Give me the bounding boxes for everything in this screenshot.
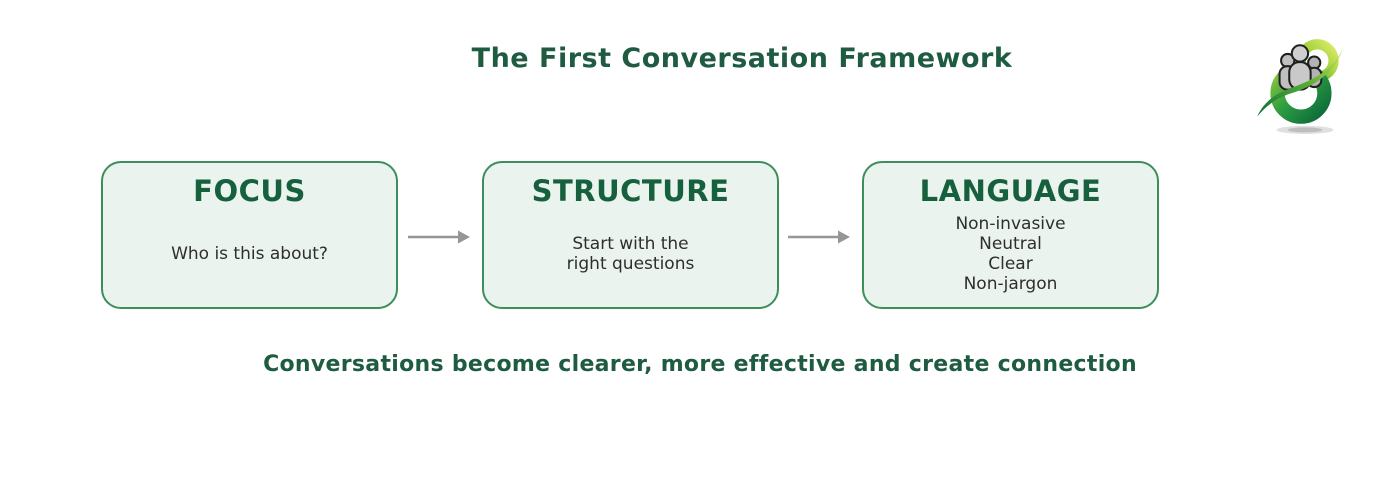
diagram-title: The First Conversation Framework [471, 43, 1013, 74]
box-line: Who is this about? [171, 243, 328, 264]
structure-box-heading: STRUCTURE [531, 174, 730, 208]
arrow-right-icon [788, 230, 850, 244]
language-box-body: Non-invasive Neutral Clear Non-jargon [955, 208, 1065, 307]
focus-box: FOCUS Who is this about? [101, 161, 398, 309]
box-line: Neutral [979, 233, 1042, 254]
box-line: right questions [566, 253, 695, 274]
structure-box-body: Start with the right questions [567, 208, 695, 307]
box-line: Start with the [572, 233, 689, 254]
language-box: LANGUAGE Non-invasive Neutral Clear Non-… [862, 161, 1159, 309]
box-line: Non-invasive [955, 213, 1066, 234]
company-logo [1254, 30, 1352, 136]
box-line: Non-jargon [963, 273, 1058, 294]
caption: Conversations become clearer, more effec… [263, 352, 1137, 377]
people-swirl-logo-icon [1257, 39, 1344, 134]
arrow-right-icon [408, 230, 470, 244]
language-box-heading: LANGUAGE [919, 174, 1102, 208]
box-line: Clear [988, 253, 1033, 274]
structure-box: STRUCTURE Start with the right questions [482, 161, 779, 309]
focus-box-body: Who is this about? [171, 208, 328, 307]
focus-box-heading: FOCUS [193, 174, 306, 208]
